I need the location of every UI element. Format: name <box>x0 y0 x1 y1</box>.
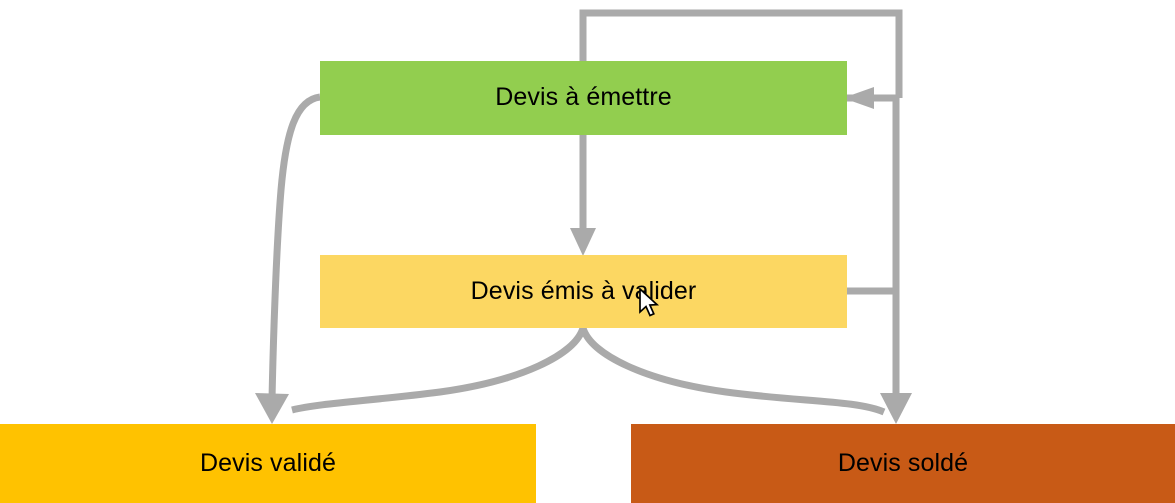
node-devis-emis-a-valider[interactable]: Devis émis à valider <box>320 255 847 328</box>
edge-emis-to-solde <box>579 326 886 416</box>
node-devis-a-emettre[interactable]: Devis à émettre <box>320 61 847 135</box>
arrowhead-into-emettre-right <box>843 87 874 109</box>
arrowhead-into-valide-top-left <box>255 393 289 424</box>
edge-emettre-to-valide <box>268 93 321 401</box>
node-devis-emis-a-valider-label: Devis émis à valider <box>470 276 697 305</box>
node-devis-a-emettre-label: Devis à émettre <box>495 83 672 112</box>
node-devis-solde-label: Devis soldé <box>837 448 969 477</box>
edge-emettre-loop-back <box>579 9 903 98</box>
node-devis-valide[interactable]: Devis validé <box>0 424 536 503</box>
node-devis-valide-label: Devis validé <box>200 448 336 477</box>
node-devis-solde[interactable]: Devis soldé <box>631 424 1175 503</box>
edge-emis-to-valide <box>291 326 587 414</box>
arrowhead-into-emis-top <box>570 228 596 256</box>
arrowhead-into-solde-top <box>880 393 912 424</box>
